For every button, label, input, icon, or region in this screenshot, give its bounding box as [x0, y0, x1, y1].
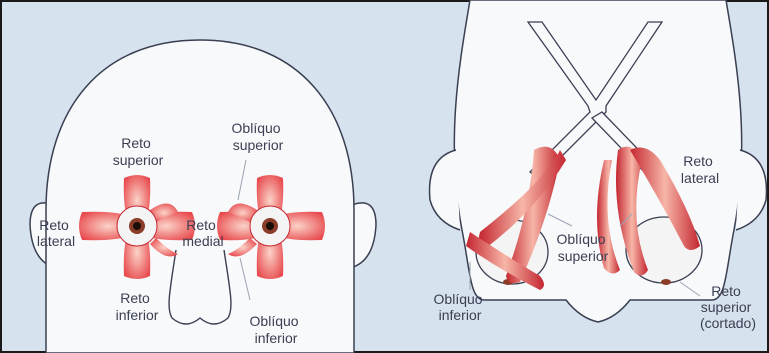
- label-reto-medial: Reto medial: [182, 217, 223, 249]
- label-obliquo-superior-front: Oblíquo superior: [232, 120, 285, 153]
- pupil-left: [133, 222, 141, 230]
- pupil-right: [266, 222, 274, 230]
- label-reto-inferior: Reto inferior: [116, 290, 159, 323]
- label-reto-lateral-top: Reto lateral: [681, 153, 719, 186]
- label-obliquo-inferior-top: Oblíquo inferior: [434, 291, 487, 323]
- label-reto-lateral-front: Reto lateral: [37, 217, 75, 249]
- head-outline: [46, 40, 354, 353]
- label-obliquo-superior-top: Oblíquo superior: [557, 231, 610, 264]
- top-view: Reto lateral Oblíquo superior Oblíquo in…: [430, 0, 767, 331]
- top-right-iris: [661, 279, 671, 285]
- label-obliquo-inferior-front: Oblíquo inferior: [250, 313, 303, 346]
